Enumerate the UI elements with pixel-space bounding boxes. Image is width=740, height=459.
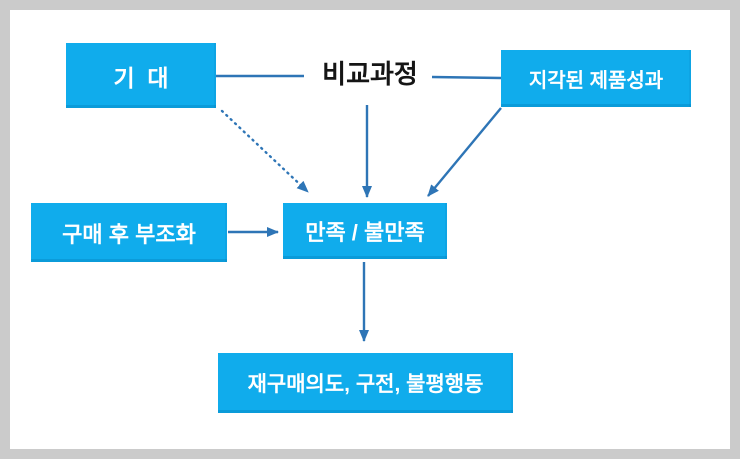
node-outcomes: 재구매의도, 구전, 불평행동 xyxy=(218,353,513,413)
node-perceived-product-performance: 지각된 제품성과 xyxy=(501,50,691,107)
comparison-process-label: 비교과정 xyxy=(322,59,418,89)
node-expectation: 기 대 xyxy=(66,43,216,108)
node-post-purchase-dissonance: 구매 후 부조화 xyxy=(31,203,227,262)
node-satisfaction-dissatisfaction: 만족 / 불만족 xyxy=(283,203,447,259)
